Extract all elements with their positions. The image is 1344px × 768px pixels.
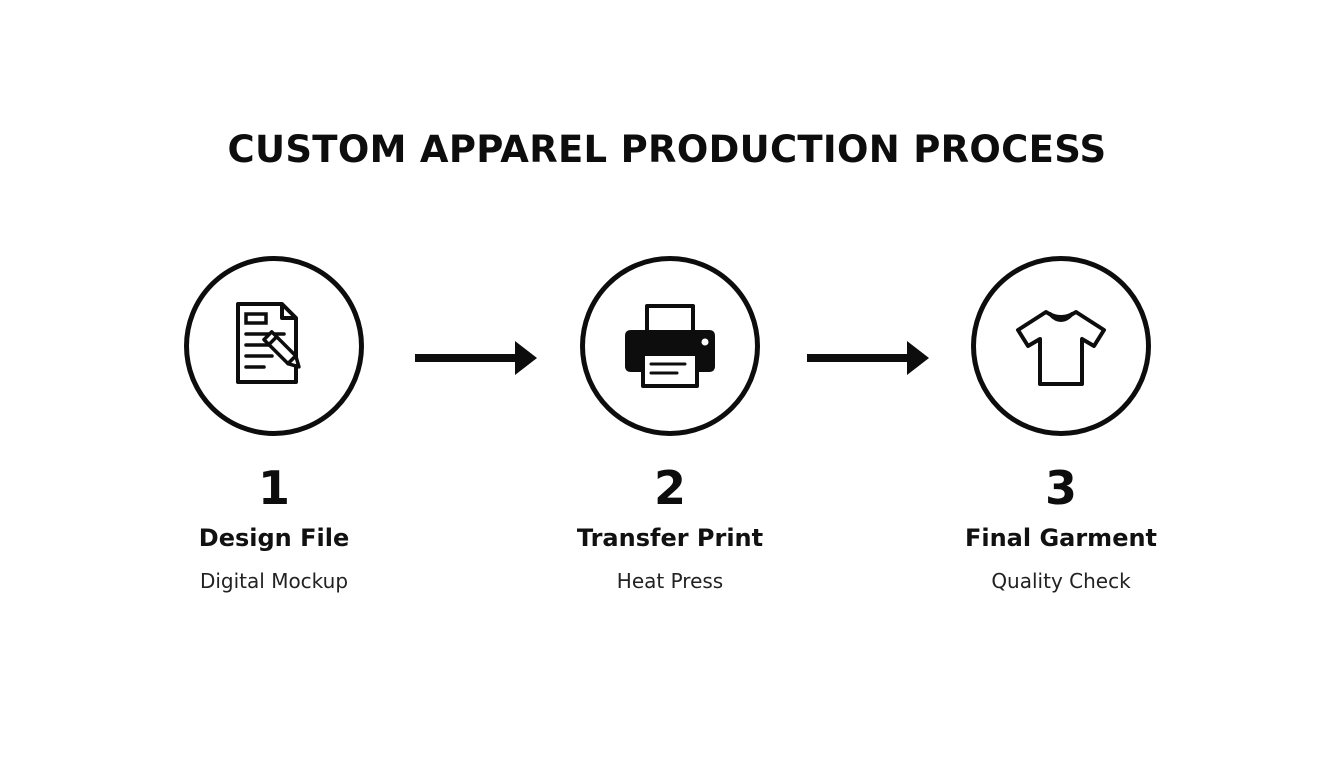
- right-arrow-icon: [807, 341, 929, 375]
- step-design-file: 1 Design File Digital Mockup: [149, 256, 399, 594]
- document-edit-icon: [236, 302, 301, 384]
- page-title: CUSTOM APPAREL PRODUCTION PROCESS: [227, 128, 1107, 171]
- step-number: 3: [1044, 461, 1077, 515]
- step-sublabel: Digital Mockup: [199, 569, 349, 593]
- step-transfer-print: 2 Transfer Print Heat Press: [545, 256, 795, 594]
- step-number: 1: [257, 461, 290, 515]
- step-label: Transfer Print: [576, 524, 764, 552]
- step-sublabel: Heat Press: [616, 569, 724, 593]
- step-number: 2: [653, 461, 686, 515]
- step-label: Design File: [198, 524, 350, 552]
- t-shirt-icon: [1016, 310, 1106, 386]
- step-label: Final Garment: [964, 524, 1158, 552]
- step-circle: [971, 256, 1151, 436]
- step-final-garment: 3 Final Garment Quality Check: [936, 256, 1186, 594]
- step-sublabel: Quality Check: [991, 569, 1131, 593]
- printer-icon: [625, 304, 715, 388]
- right-arrow-icon: [415, 341, 537, 375]
- step-circle: [580, 256, 760, 436]
- step-circle: [184, 256, 364, 436]
